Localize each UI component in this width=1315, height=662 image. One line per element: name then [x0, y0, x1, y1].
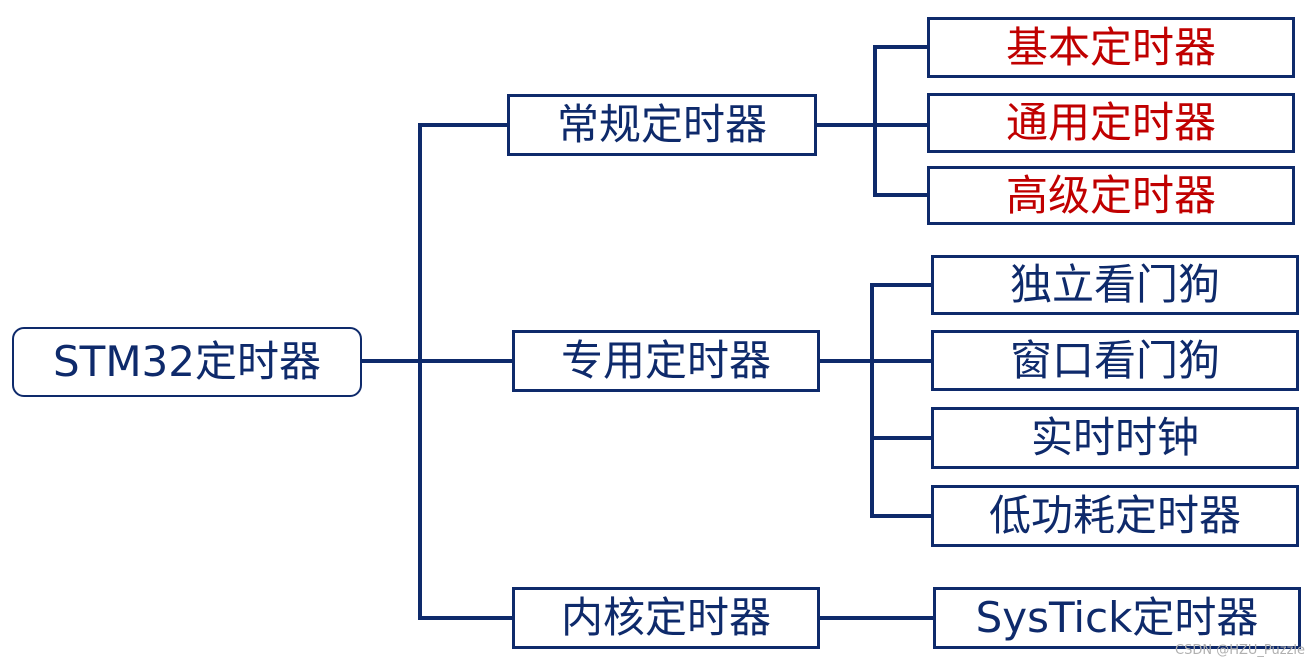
leaf-node-basic-timer: 基本定时器: [927, 17, 1295, 78]
root-label: STM32定时器: [53, 337, 321, 386]
leaf-node-advanced-timer: 高级定时器: [927, 166, 1295, 225]
leaf-label: 基本定时器: [1005, 22, 1216, 72]
leaf-label: 实时时钟: [1030, 413, 1199, 462]
category-label: 内核定时器: [560, 593, 771, 642]
category-label: 专用定时器: [560, 336, 771, 385]
category-label: 常规定时器: [556, 100, 767, 149]
category-node-core: 内核定时器: [512, 587, 820, 649]
category-node-dedicated: 专用定时器: [512, 330, 820, 392]
leaf-node-window-watchdog: 窗口看门狗: [931, 330, 1299, 391]
leaf-node-rtc: 实时时钟: [931, 407, 1299, 469]
leaf-node-systick: SysTick定时器: [933, 587, 1301, 649]
leaf-node-independent-watchdog: 独立看门狗: [931, 255, 1299, 315]
leaf-label: 窗口看门狗: [1009, 335, 1220, 385]
root-node: STM32定时器: [12, 327, 362, 397]
leaf-label: 独立看门狗: [1009, 260, 1220, 309]
watermark-text: CSDN @HZU_Puzzle: [1175, 643, 1305, 658]
leaf-node-general-timer: 通用定时器: [927, 93, 1295, 153]
leaf-label: 低功耗定时器: [988, 491, 1241, 540]
leaf-node-low-power-timer: 低功耗定时器: [931, 485, 1299, 547]
category-node-regular: 常规定时器: [507, 94, 817, 156]
leaf-label: 通用定时器: [1005, 98, 1216, 147]
leaf-label: SysTick定时器: [975, 593, 1259, 642]
leaf-label: 高级定时器: [1005, 170, 1216, 220]
